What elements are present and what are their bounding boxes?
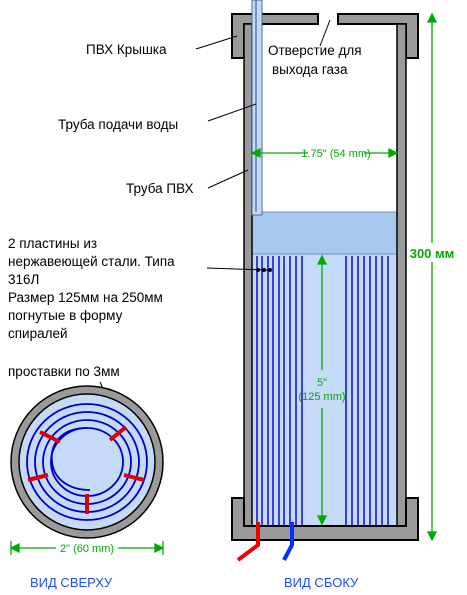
dim-plate-length: 5": [317, 377, 327, 389]
dim-plate-line: [316, 254, 328, 526]
top-spacers: [27, 425, 145, 514]
label-gas-outlet-1: Отверстие для: [268, 43, 362, 58]
plates-description: 2 пластины из нержавеющей стали. Типа 31…: [8, 236, 175, 341]
dim-height-line: [426, 12, 438, 542]
plates-line-6: спиралей: [8, 326, 68, 341]
leader-lines: [195, 19, 331, 271]
plates-line-3: 316Л: [8, 272, 39, 287]
plates-line-5: погнутые в форму: [8, 308, 123, 323]
wire-cold: [282, 522, 294, 561]
label-pvc-cap: ПВХ Крышка: [86, 42, 167, 57]
label-view-side: ВИД СБОКУ: [284, 575, 359, 590]
top-view: проставки по 3мм: [8, 364, 165, 590]
label-spacers: проставки по 3мм: [8, 364, 120, 379]
dim-height: 300 мм: [410, 246, 455, 261]
wire-hot: [236, 522, 260, 562]
label-gas-outlet-2: выхода газа: [272, 62, 348, 77]
water-top-band: [251, 211, 398, 255]
water-supply-pipe: [251, 0, 263, 216]
plates-line-1: 2 пластины из: [8, 236, 97, 251]
label-pvc-pipe: Труба ПВХ: [126, 181, 194, 196]
water-fill: [252, 212, 397, 526]
pvc-tube-left-wall: [243, 23, 253, 527]
steel-plates: [256, 256, 389, 525]
label-water-pipe: Труба подачи воды: [58, 117, 178, 132]
label-view-top: ВИД СВЕРХУ: [30, 575, 113, 590]
pvc-tube-right-wall: [396, 23, 407, 527]
plates-line-2: нержавеющей стали. Типа: [8, 254, 175, 269]
dim-inner-width-line: [250, 147, 399, 159]
top-pvc-inner: [18, 393, 156, 531]
dim-inner-width: 1.75" (54 mm): [301, 148, 370, 160]
side-view: 1.75" (54 mm) 300 мм 5" (125 mm) ПВХ Кр: [58, 0, 454, 590]
dim-outer: 2" (60 mm): [60, 543, 114, 555]
dim-plate-length-mm: (125 mm): [298, 391, 345, 403]
plates-line-4: Размер 125мм на 250мм: [8, 290, 163, 305]
